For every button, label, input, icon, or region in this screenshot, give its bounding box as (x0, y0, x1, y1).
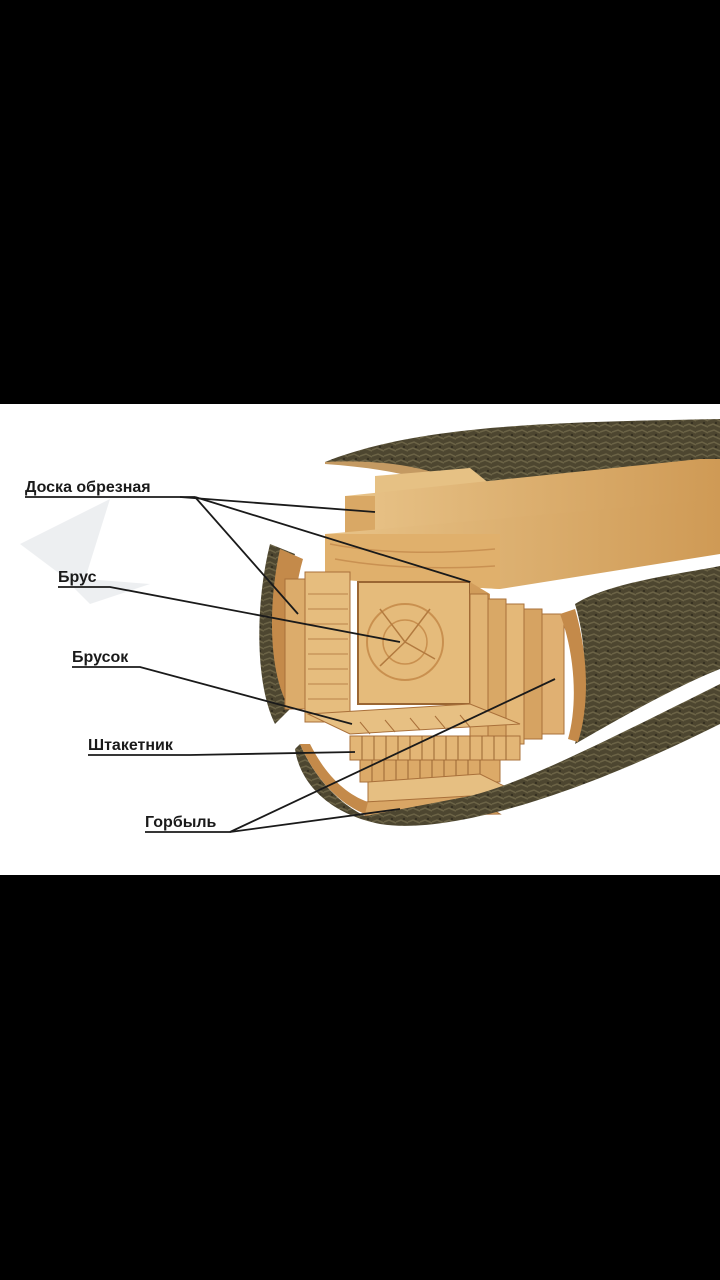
bottom-bark (295, 684, 720, 826)
board-leader-3 (194, 496, 299, 615)
lumber-illustration (20, 419, 720, 833)
lumber-diagram-image: Доска обрезная Брус Брусок Штакетник Гор… (0, 404, 720, 875)
pickets-stack (349, 735, 521, 783)
bars-row (306, 703, 521, 735)
label-slab: Горбыль (145, 814, 217, 831)
top-bark (325, 419, 720, 499)
picket-leader (88, 751, 356, 756)
beam-leader (58, 586, 401, 643)
label-picket: Штакетник (88, 737, 173, 754)
right-bark (575, 566, 720, 744)
right-side-boards (469, 593, 565, 750)
top-boards (325, 459, 720, 589)
board-leader-1 (179, 496, 376, 513)
bar-leader (72, 666, 353, 725)
watermark-logo (20, 499, 150, 604)
label-beam: Брус (58, 569, 97, 586)
leader-lines (25, 496, 556, 833)
slab-leader-2 (229, 678, 556, 833)
left-side-boards (284, 571, 351, 723)
label-bar: Брусок (72, 649, 129, 666)
board-leader-2 (194, 496, 471, 583)
label-edged-board: Доска обрезная (25, 479, 151, 496)
